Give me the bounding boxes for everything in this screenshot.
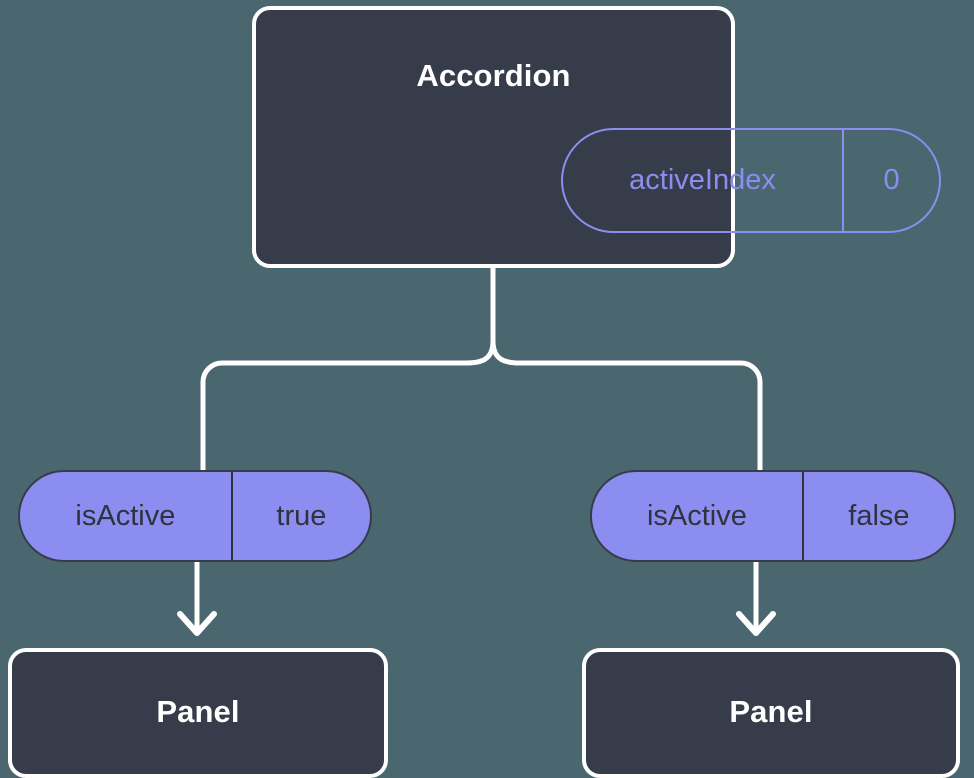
prop-badge-key: isActive xyxy=(75,499,176,532)
node-accordion-title: Accordion xyxy=(416,58,571,93)
arrow-head-right-icon xyxy=(736,611,776,636)
state-badge-active-index[interactable]: activeIndex 0 xyxy=(561,128,941,233)
connector-split-right xyxy=(490,340,763,470)
prop-badge-key: isActive xyxy=(646,499,747,532)
node-accordion[interactable]: Accordion activeIndex 0 xyxy=(252,6,941,268)
node-panel-right[interactable]: Panel xyxy=(582,648,960,778)
node-panel-right-title: Panel xyxy=(729,694,813,729)
prop-badge-is-active-true[interactable]: isActive true xyxy=(18,470,372,562)
prop-badge-is-active-false[interactable]: isActive false xyxy=(590,470,956,562)
prop-badge-value: false xyxy=(801,472,954,560)
state-badge-value: 0 xyxy=(842,130,939,231)
node-panel-left[interactable]: Panel xyxy=(8,648,388,778)
state-badge-key: activeIndex xyxy=(629,164,776,196)
arrow-head-left-icon xyxy=(177,611,217,636)
node-panel-left-title: Panel xyxy=(156,694,240,729)
connector-split-left xyxy=(200,340,496,470)
prop-badge-value: true xyxy=(230,472,370,560)
